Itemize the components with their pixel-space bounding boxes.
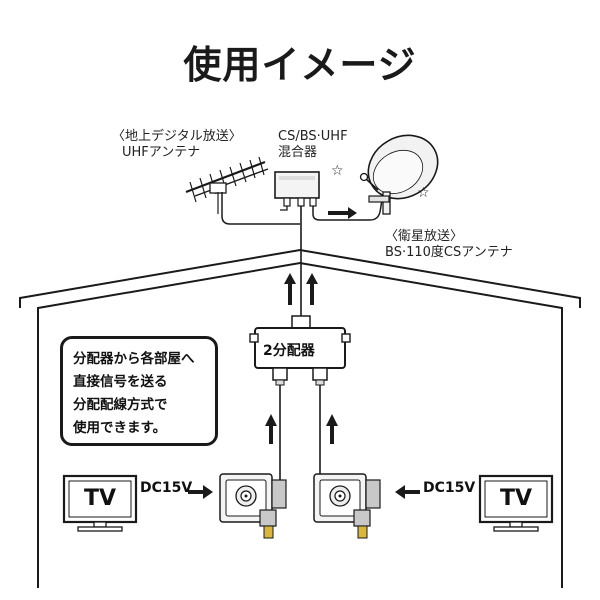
star-icon: ☆ [417, 185, 430, 201]
upward-arrow-icon [265, 414, 338, 444]
house-outline [19, 248, 581, 588]
splitter-device-icon [249, 315, 351, 386]
uhf-antenna-icon [185, 156, 300, 225]
terrestrial-antenna-label: UHFアンテナ [122, 145, 201, 160]
mixer-label: 混合器 [278, 145, 318, 160]
dc-voltage-label-left: DC15V [140, 480, 193, 496]
wall-outlet-left-icon [219, 473, 287, 539]
wall-outlet-right-icon [313, 473, 381, 539]
satellite-antenna-label: 〈衛星放送〉 [385, 229, 464, 244]
signal-arrow-icon [328, 207, 357, 219]
dc-arrow-icon [188, 485, 420, 499]
upward-arrow-icon [284, 273, 318, 305]
splitter-label: 2分配器 [263, 343, 315, 359]
satellite-dish-icon [359, 134, 439, 215]
info-callout-box: 分配器から各部屋へ 直接信号を送る 分配配線方式で 使用できます。 [60, 336, 218, 446]
callout-line: 使用できます。 [73, 420, 167, 436]
mixer-device-icon [274, 171, 383, 221]
tv-left-label: TV [84, 486, 117, 511]
callout-line: 直接信号を送る [73, 374, 168, 390]
mixer-label: CS/BS·UHF [278, 129, 348, 144]
satellite-antenna-label: BS·110度CSアンテナ [385, 245, 513, 260]
tv-left-icon [62, 474, 138, 532]
dc-voltage-label-right: DC15V [423, 480, 476, 496]
star-icon: ☆ [331, 163, 344, 179]
callout-line: 分配配線方式で [73, 397, 168, 413]
tv-right-icon [478, 474, 554, 532]
callout-line: 分配器から各部屋へ [73, 351, 195, 367]
terrestrial-antenna-label: 〈地上デジタル放送〉 [112, 129, 242, 144]
page-title: 使用イメージ [183, 43, 417, 87]
tv-right-label: TV [500, 486, 533, 511]
